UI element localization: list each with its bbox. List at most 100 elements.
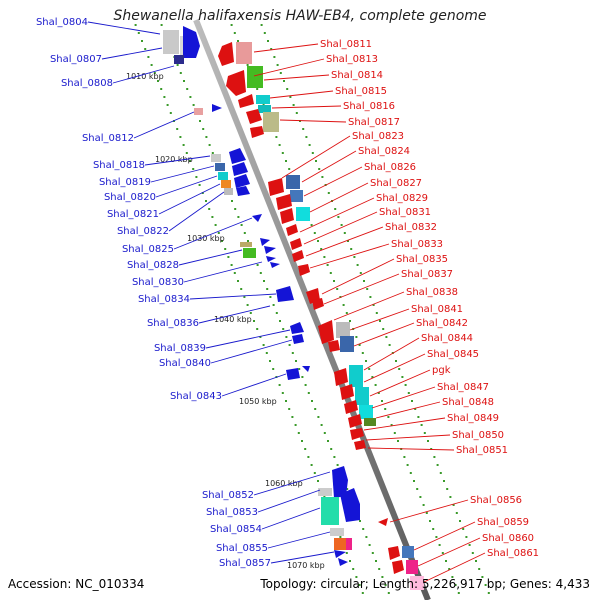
track-dot bbox=[478, 568, 481, 570]
track-dot bbox=[292, 104, 295, 106]
gene-label[interactable]: Shal_0837 bbox=[401, 269, 453, 280]
track-dot bbox=[288, 168, 291, 170]
gene-label[interactable]: Shal_0851 bbox=[456, 445, 508, 456]
gene-label[interactable]: Shal_0833 bbox=[391, 239, 443, 250]
gene-label[interactable]: Shal_0829 bbox=[376, 193, 428, 204]
track-dot bbox=[263, 280, 265, 282]
track-dot bbox=[413, 480, 415, 482]
track-dot bbox=[475, 560, 477, 562]
gene-label[interactable]: Shal_0840 bbox=[159, 358, 211, 369]
track-dot bbox=[368, 368, 371, 370]
gene-label[interactable]: Shal_0804 bbox=[36, 17, 88, 28]
leader-line bbox=[221, 373, 287, 397]
gene-block bbox=[410, 576, 424, 590]
track-dot bbox=[305, 136, 308, 138]
gene-arrow bbox=[226, 70, 246, 96]
gene-label[interactable]: Shal_0838 bbox=[406, 287, 458, 298]
track-dot bbox=[176, 128, 179, 130]
gene-label[interactable]: Shal_0821 bbox=[107, 209, 159, 220]
track-dot bbox=[198, 184, 201, 186]
gene-label[interactable]: Shal_0853 bbox=[206, 507, 258, 518]
track-dot bbox=[278, 384, 281, 386]
leader-line bbox=[101, 47, 163, 60]
leader-line bbox=[158, 183, 221, 215]
track-dot bbox=[256, 88, 259, 90]
gene-label[interactable]: Shal_0848 bbox=[442, 397, 494, 408]
track-dot bbox=[342, 304, 345, 306]
track-dot bbox=[356, 264, 359, 266]
gene-label[interactable]: Shal_0819 bbox=[99, 177, 151, 188]
gene-block bbox=[321, 497, 339, 525]
track-dot bbox=[237, 40, 239, 42]
gene-label[interactable]: Shal_0822 bbox=[117, 226, 169, 237]
track-dot bbox=[308, 144, 311, 146]
track-dot bbox=[185, 152, 188, 154]
leader-line bbox=[309, 243, 390, 269]
track-dot bbox=[227, 256, 230, 258]
gene-arrow bbox=[290, 238, 302, 250]
gene-label[interactable]: Shal_0813 bbox=[326, 54, 378, 65]
gene-label[interactable]: Shal_0844 bbox=[421, 333, 473, 344]
track-dot bbox=[231, 200, 233, 202]
gene-label[interactable]: Shal_0817 bbox=[348, 117, 400, 128]
gene-label[interactable]: Shal_0830 bbox=[132, 277, 184, 288]
gene-label[interactable]: Shal_0826 bbox=[364, 162, 416, 173]
gene-label[interactable]: Shal_0845 bbox=[427, 349, 479, 360]
gene-label[interactable]: Shal_0818 bbox=[93, 160, 145, 171]
track-dot bbox=[358, 584, 361, 586]
gene-label[interactable]: Shal_0831 bbox=[379, 207, 431, 218]
track-dot bbox=[307, 456, 310, 458]
track-dot bbox=[304, 384, 307, 386]
gene-arrow bbox=[334, 550, 346, 558]
gene-label[interactable]: Shal_0808 bbox=[61, 78, 113, 89]
gene-label[interactable]: Shal_0842 bbox=[416, 318, 468, 329]
gene-label[interactable]: Shal_0843 bbox=[170, 391, 222, 402]
gene-label[interactable]: Shal_0807 bbox=[50, 54, 102, 65]
gene-label[interactable]: Shal_0811 bbox=[320, 39, 372, 50]
track-dot bbox=[279, 320, 281, 322]
gene-label[interactable]: Shal_0855 bbox=[216, 543, 268, 554]
gene-label[interactable]: Shal_0832 bbox=[385, 222, 437, 233]
gene-label[interactable]: Shal_0860 bbox=[482, 533, 534, 544]
track-dot bbox=[352, 568, 355, 570]
gene-label[interactable]: Shal_0847 bbox=[437, 382, 489, 393]
gene-label[interactable]: Shal_0812 bbox=[82, 133, 134, 144]
gene-label[interactable]: Shal_0841 bbox=[411, 304, 463, 315]
track-dot bbox=[361, 592, 364, 594]
gene-label[interactable]: Shal_0823 bbox=[352, 131, 404, 142]
gene-label[interactable]: Shal_0859 bbox=[477, 517, 529, 528]
track-dot bbox=[283, 80, 285, 82]
gene-label[interactable]: Shal_0835 bbox=[396, 254, 448, 265]
gene-label[interactable]: Shal_0861 bbox=[487, 548, 539, 559]
gene-label[interactable]: Shal_0814 bbox=[331, 70, 383, 81]
gene-label[interactable]: Shal_0828 bbox=[127, 260, 179, 271]
gene-label[interactable]: Shal_0854 bbox=[210, 524, 262, 535]
gene-label[interactable]: Shal_0852 bbox=[202, 490, 254, 501]
gene-label[interactable]: Shal_0827 bbox=[370, 178, 422, 189]
gene-label[interactable]: Shal_0816 bbox=[343, 101, 395, 112]
gene-label[interactable]: Shal_0825 bbox=[122, 244, 174, 255]
gene-arrow bbox=[236, 186, 250, 196]
track-dot bbox=[371, 376, 374, 378]
gene-label[interactable]: pgk bbox=[432, 365, 451, 376]
gene-block bbox=[256, 95, 270, 104]
gene-label[interactable]: Shal_0836 bbox=[147, 318, 199, 329]
track-dot bbox=[403, 456, 406, 458]
gene-arrow bbox=[286, 368, 300, 380]
track-dot bbox=[288, 408, 291, 410]
track-dot bbox=[217, 232, 220, 234]
track-dot bbox=[395, 360, 397, 362]
gene-label[interactable]: Shal_0849 bbox=[447, 413, 499, 424]
gene-label[interactable]: Shal_0850 bbox=[452, 430, 504, 441]
gene-label[interactable]: Shal_0856 bbox=[470, 495, 522, 506]
track-dot bbox=[487, 592, 490, 594]
track-dot bbox=[425, 512, 428, 514]
gene-label[interactable]: Shal_0824 bbox=[358, 146, 410, 157]
gene-label[interactable]: Shal_0820 bbox=[104, 192, 156, 203]
gene-label[interactable]: Shal_0834 bbox=[138, 294, 190, 305]
gene-label[interactable]: Shal_0839 bbox=[154, 343, 206, 354]
track-dot bbox=[182, 144, 185, 146]
gene-label[interactable]: Shal_0815 bbox=[335, 86, 387, 97]
gene-label[interactable]: Shal_0857 bbox=[219, 558, 271, 569]
track-dot bbox=[134, 24, 137, 26]
